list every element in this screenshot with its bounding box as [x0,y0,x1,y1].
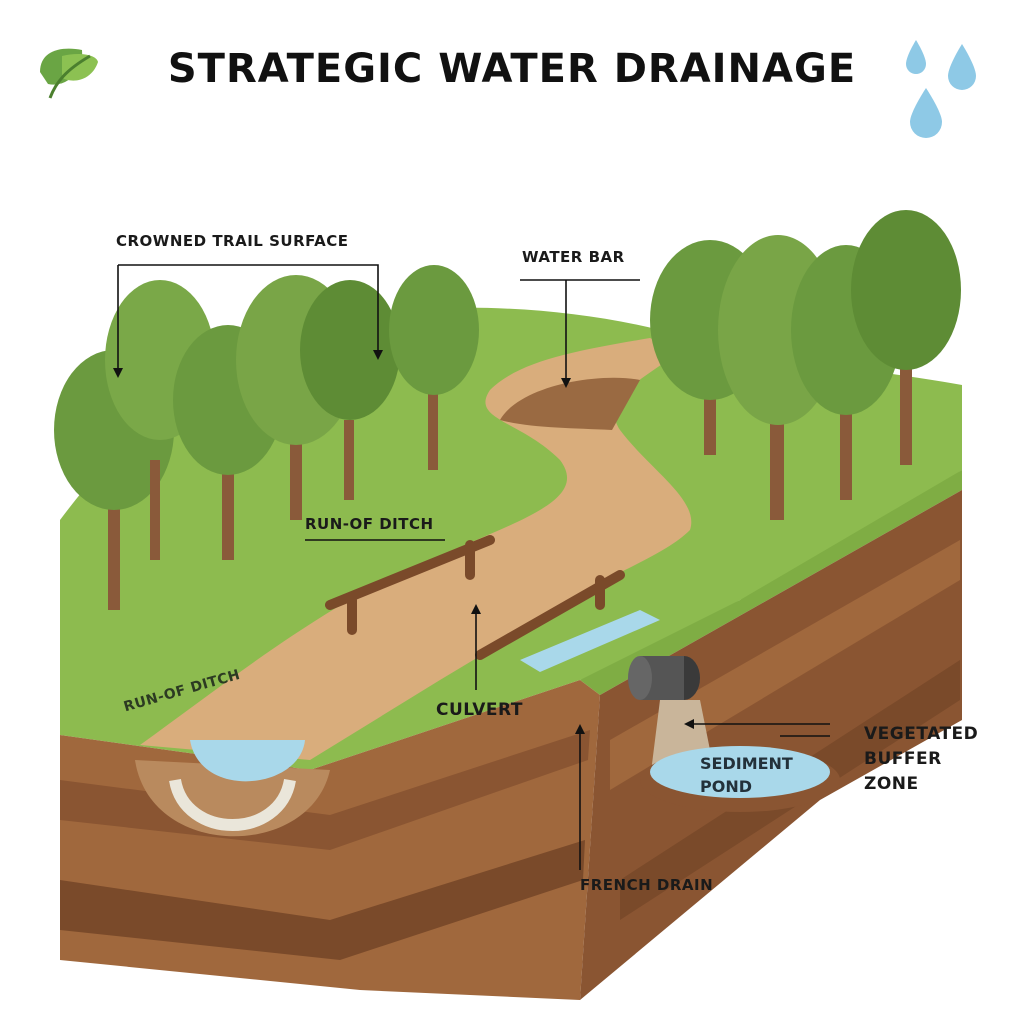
water-bar-mound [500,377,640,430]
trail-surface [140,338,692,760]
label-sediment-pond: SEDIMENT POND [700,754,793,796]
label-run-of-ditch-upper: RUN-OF DITCH [305,515,434,533]
label-french-drain: FRENCH DRAIN [580,876,714,894]
culvert-pipe [628,656,700,700]
water-drops-icon [906,40,976,138]
label-crowned-trail-surface: CROWNED TRAIL SURFACE [116,232,349,250]
page-title: STRATEGIC WATER DRAINAGE [167,46,857,92]
terrain [60,307,962,1000]
leader-lines [113,264,830,870]
label-culvert: CULVERT [436,700,523,720]
leaf-icon [40,48,98,99]
label-vegetated-buffer-zone: VEGETATED BUFFER ZONE [864,724,979,794]
trees-left [54,265,479,610]
fence-left [325,535,495,635]
trees-right [650,210,961,520]
french-drain-trench [135,760,330,837]
sediment-pond [640,746,840,812]
fence-right [475,570,625,660]
label-water-bar: WATER BAR [522,248,625,266]
culvert-channel [520,610,660,672]
